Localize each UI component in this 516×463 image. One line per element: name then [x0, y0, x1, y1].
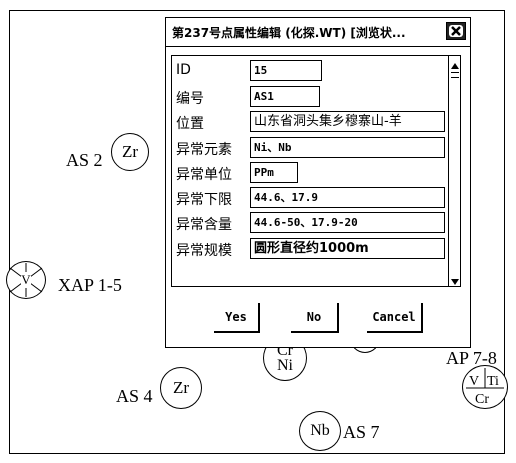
close-icon — [449, 25, 463, 37]
code-input[interactable]: AS1 — [250, 86, 320, 107]
lower-limit-input[interactable]: 44.6、17.9 — [250, 187, 445, 208]
map-label-ap78: AP 7-8 — [446, 348, 497, 368]
nb-symbol: Nb — [299, 411, 341, 451]
cancel-button[interactable]: Cancel — [367, 303, 423, 333]
cr-text: Cr — [475, 392, 489, 407]
field-label: 异常含量 — [176, 217, 232, 233]
field-label: 编号 — [176, 91, 204, 107]
map-label-xap: XAP 1-5 — [58, 275, 122, 295]
zr-symbol: Zr — [111, 133, 149, 171]
field-row-elements: 异常元素 Ni、Nb — [176, 137, 446, 159]
field-row-unit: 异常单位 PPm — [176, 162, 446, 184]
field-label: 异常下限 — [176, 192, 232, 208]
field-row-id: ID 15 — [176, 60, 446, 82]
close-button[interactable] — [446, 22, 466, 40]
map-frame — [9, 10, 505, 454]
vertical-scrollbar[interactable] — [448, 56, 460, 286]
ti-text: Ti — [487, 374, 499, 389]
dialog-titlebar[interactable]: 第237号点属性编辑 (化探.WT) [浏览状... — [166, 18, 470, 47]
attribute-list: ID 15 编号 AS1 位置 山东省洞头集乡穆寨山-羊 异常元素 Ni、Nb … — [171, 55, 461, 287]
field-label: 异常元素 — [176, 142, 232, 158]
field-label: 位置 — [176, 116, 204, 132]
field-label: 异常规模 — [176, 243, 232, 259]
scroll-up-arrow-icon[interactable] — [449, 58, 460, 70]
field-row-lower-limit: 异常下限 44.6、17.9 — [176, 187, 446, 209]
field-label: 异常单位 — [176, 167, 232, 183]
dialog-title: 第237号点属性编辑 (化探.WT) [浏览状... — [172, 26, 406, 40]
map-label-as2: AS 2 — [66, 150, 103, 170]
v-text: V — [469, 374, 479, 389]
field-row-code: 编号 AS1 — [176, 86, 446, 108]
scroll-down-arrow-icon[interactable] — [449, 272, 460, 285]
field-row-location: 位置 山东省洞头集乡穆寨山-羊 — [176, 111, 446, 133]
content-input[interactable]: 44.6-50、17.9-20 — [250, 212, 445, 233]
id-input[interactable]: 15 — [250, 60, 322, 81]
field-row-scale: 异常规模 圆形直径约1000m — [176, 238, 446, 260]
no-button[interactable]: No — [291, 303, 339, 333]
map-label-as4: AS 4 — [116, 386, 153, 406]
point-attribute-dialog: 第237号点属性编辑 (化探.WT) [浏览状... ID 15 编号 AS1 … — [165, 17, 471, 348]
map-label-as7: AS 7 — [343, 422, 380, 442]
scale-input[interactable]: 圆形直径约1000m — [250, 238, 445, 259]
location-input[interactable]: 山东省洞头集乡穆寨山-羊 — [250, 111, 445, 132]
yes-button[interactable]: Yes — [214, 303, 260, 333]
v-symbol: V — [6, 261, 46, 299]
unit-input[interactable]: PPm — [250, 162, 298, 183]
scroll-thumb[interactable] — [451, 72, 459, 78]
field-label: ID — [176, 62, 191, 78]
v-ti-cr-symbol: V Ti Cr — [462, 365, 508, 409]
elements-input[interactable]: Ni、Nb — [250, 137, 445, 158]
zr-symbol-2: Zr — [160, 367, 202, 409]
field-row-content: 异常含量 44.6-50、17.9-20 — [176, 212, 446, 234]
